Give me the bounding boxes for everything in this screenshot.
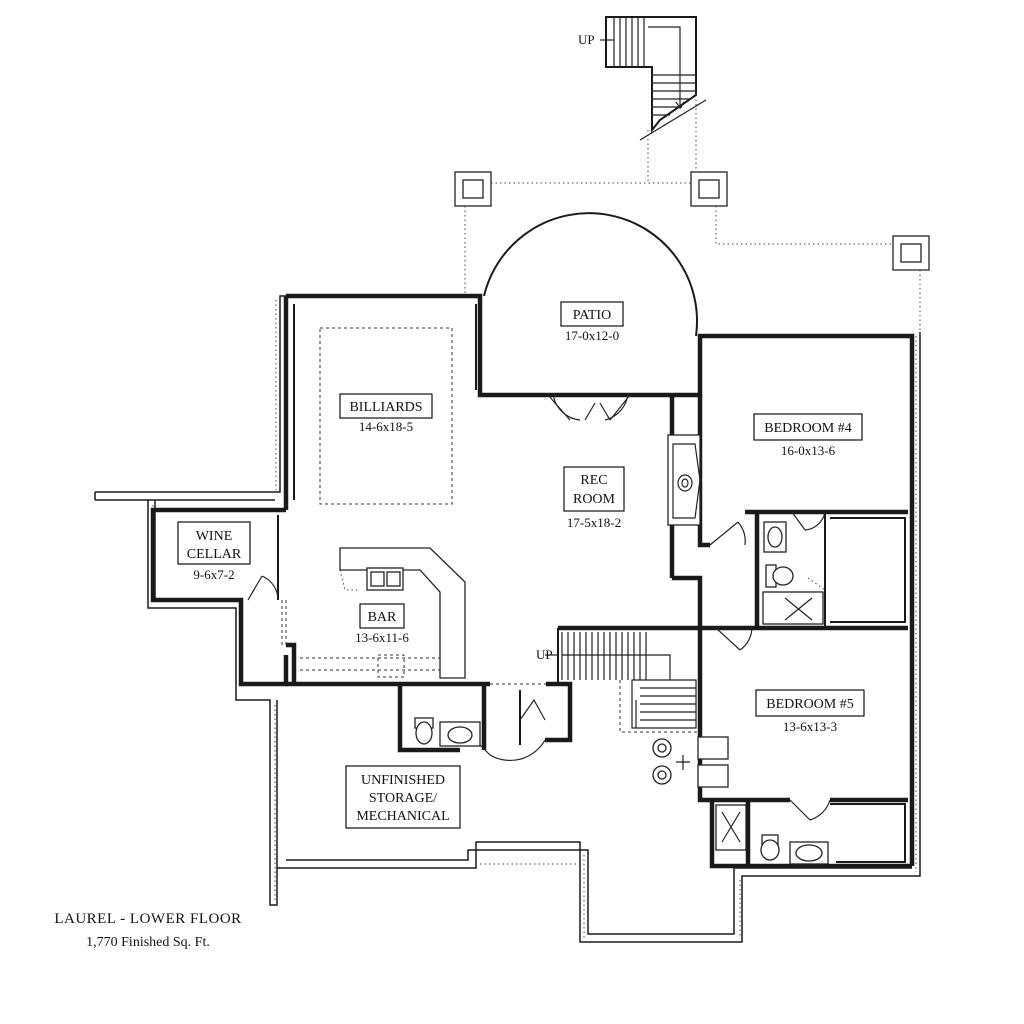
rec-name-1: REC [580, 473, 607, 488]
fireplace [667, 434, 701, 526]
room-bedroom4-label: BEDROOM #4 16-0x13-6 [753, 413, 863, 458]
storage-line1: UNFINISHED [361, 773, 445, 788]
wine-dim: 9-6x7-2 [193, 567, 234, 582]
doors [247, 511, 831, 821]
bedroom4-dim: 16-0x13-6 [781, 443, 836, 458]
bar-name: BAR [368, 610, 397, 625]
wine-name-1: WINE [196, 529, 233, 544]
plan-subtitle: 1,770 Finished Sq. Ft. [86, 935, 210, 950]
patio-dim: 17-0x12-0 [565, 328, 619, 343]
patio-name: PATIO [573, 308, 611, 323]
bedroom5-dim: 13-6x13-3 [783, 719, 837, 734]
room-bedroom5-label: BEDROOM #5 13-6x13-3 [755, 689, 865, 734]
interior-walls [277, 395, 912, 869]
billiards-dim: 14-6x18-5 [359, 419, 413, 434]
rec-name-2: ROOM [573, 492, 616, 507]
wine-name-2: CELLAR [187, 547, 242, 562]
rec-dim: 17-5x18-2 [567, 515, 621, 530]
room-bar-label: BAR 13-6x11-6 [355, 603, 409, 645]
main-stair-up-label: UP [536, 647, 553, 662]
plan-title: LAUREL - LOWER FLOOR [54, 911, 241, 927]
bedroom4-name: BEDROOM #4 [764, 421, 852, 436]
bath-fixtures [414, 521, 829, 865]
main-stair: UP [536, 632, 700, 733]
storage-line2: STORAGE/ [369, 791, 437, 806]
storage-line3: MECHANICAL [356, 809, 449, 824]
room-billiards-label: BILLIARDS 14-6x18-5 [339, 393, 433, 434]
patio [483, 212, 698, 421]
columns [454, 95, 930, 336]
room-rec-label: REC ROOM 17-5x18-2 [563, 466, 625, 530]
exterior-walls [150, 293, 915, 866]
billiards-name: BILLIARDS [349, 400, 422, 415]
room-patio-label: PATIO 17-0x12-0 [560, 301, 624, 343]
billiards-table [319, 327, 453, 505]
room-wine-label: WINE CELLAR 9-6x7-2 [177, 521, 251, 582]
bar-counter [300, 547, 466, 679]
bedroom5-name: BEDROOM #5 [766, 697, 854, 712]
exterior-stair: UP [578, 16, 707, 141]
room-storage-label: UNFINISHED STORAGE/ MECHANICAL [345, 765, 461, 829]
bar-dim: 13-6x11-6 [355, 630, 409, 645]
exterior-stair-up-label: UP [578, 32, 595, 47]
